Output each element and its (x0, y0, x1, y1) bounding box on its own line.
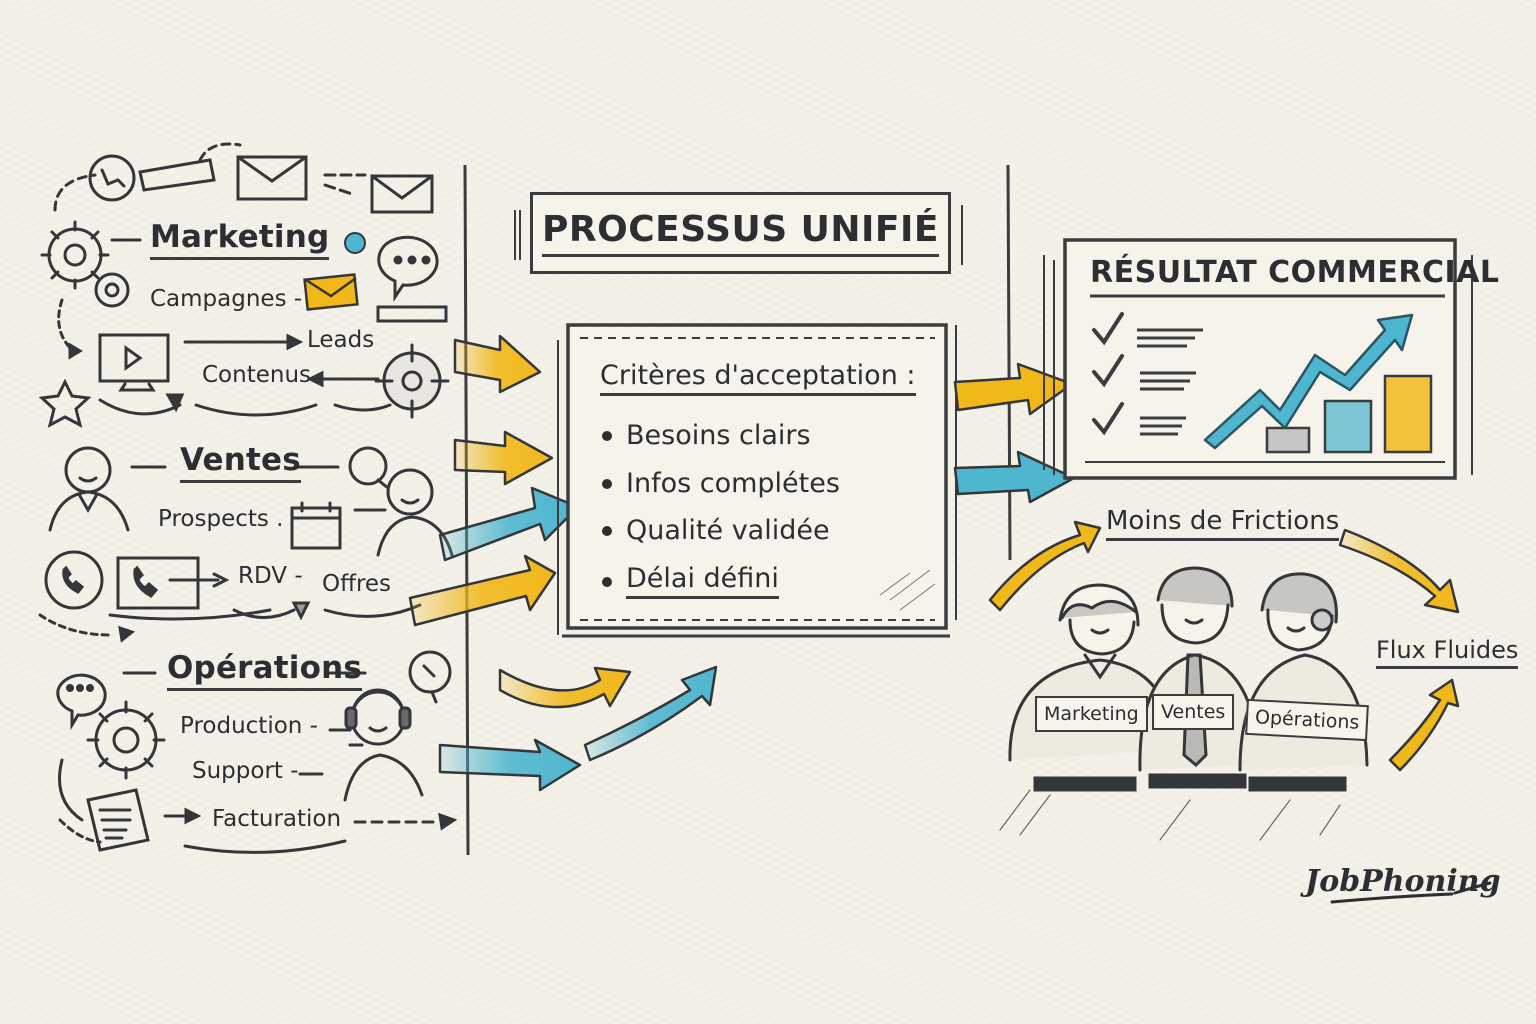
criteria-item: Délai défini (602, 565, 779, 599)
criteria-item: Qualité validée (602, 517, 830, 544)
trend-arrow-icon (1203, 313, 1414, 450)
text-lines (1137, 328, 1203, 436)
bullet-icon (602, 525, 612, 536)
criteria-label: Infos complétes (626, 468, 840, 499)
criteria-box (557, 323, 957, 638)
team-badge-ventes: Ventes (1152, 694, 1235, 730)
operations-title: Opérations (167, 653, 363, 691)
result-title: RÉSULTAT COMMERCIAL (1090, 255, 1500, 290)
ventes-title: Ventes (180, 445, 301, 483)
ventes-item-prospects: Prospects . (158, 506, 284, 532)
criteria-item: Infos complétes (602, 470, 840, 497)
flow-arrows-in (408, 334, 718, 792)
blue-badge-icon (344, 232, 366, 254)
bullet-icon (602, 577, 612, 587)
marketing-icons (38, 142, 450, 428)
team-badge-marketing: Marketing (1035, 696, 1148, 732)
divider-lines (463, 164, 1012, 856)
criteria-label: Besoins clairs (626, 420, 811, 451)
marketing-item-leads: Leads (307, 327, 375, 353)
bar-chart-icon (1265, 374, 1433, 454)
outcome-arrows (988, 520, 1460, 772)
check-icons (1092, 312, 1124, 436)
criteria-heading: Critères d'acceptation : (600, 362, 916, 396)
less-friction-label: Moins de Frictions (1106, 508, 1340, 541)
bullet-icon (602, 478, 612, 489)
ventes-item-offers: Offres (322, 571, 392, 597)
criteria-item: Besoins clairs (602, 422, 811, 449)
envelope-yellow-icon (303, 273, 359, 311)
marketing-item-campaigns: Campagnes - (150, 286, 303, 312)
bullet-icon (602, 430, 612, 441)
brand-logo: JobPhoning (1305, 864, 1501, 899)
criteria-label: Délai défini (626, 565, 779, 599)
criteria-label: Qualité validée (626, 515, 830, 546)
flow-arrows-out (953, 362, 1076, 504)
operations-item-production: Production - (180, 713, 318, 739)
operations-icons (56, 650, 458, 854)
marketing-title: Marketing (150, 222, 330, 260)
marketing-item-content: Contenus (202, 362, 312, 388)
unified-process-title: PROCESSUS UNIFIÉ (542, 209, 939, 257)
operations-item-support: Support - (192, 758, 299, 784)
unified-process-title-box: PROCESSUS UNIFIÉ (530, 192, 951, 274)
ventes-item-rdv: RDV - (238, 563, 303, 589)
smooth-flow-label: Flux Fluides (1376, 638, 1519, 669)
operations-item-billing: Facturation (212, 806, 342, 832)
